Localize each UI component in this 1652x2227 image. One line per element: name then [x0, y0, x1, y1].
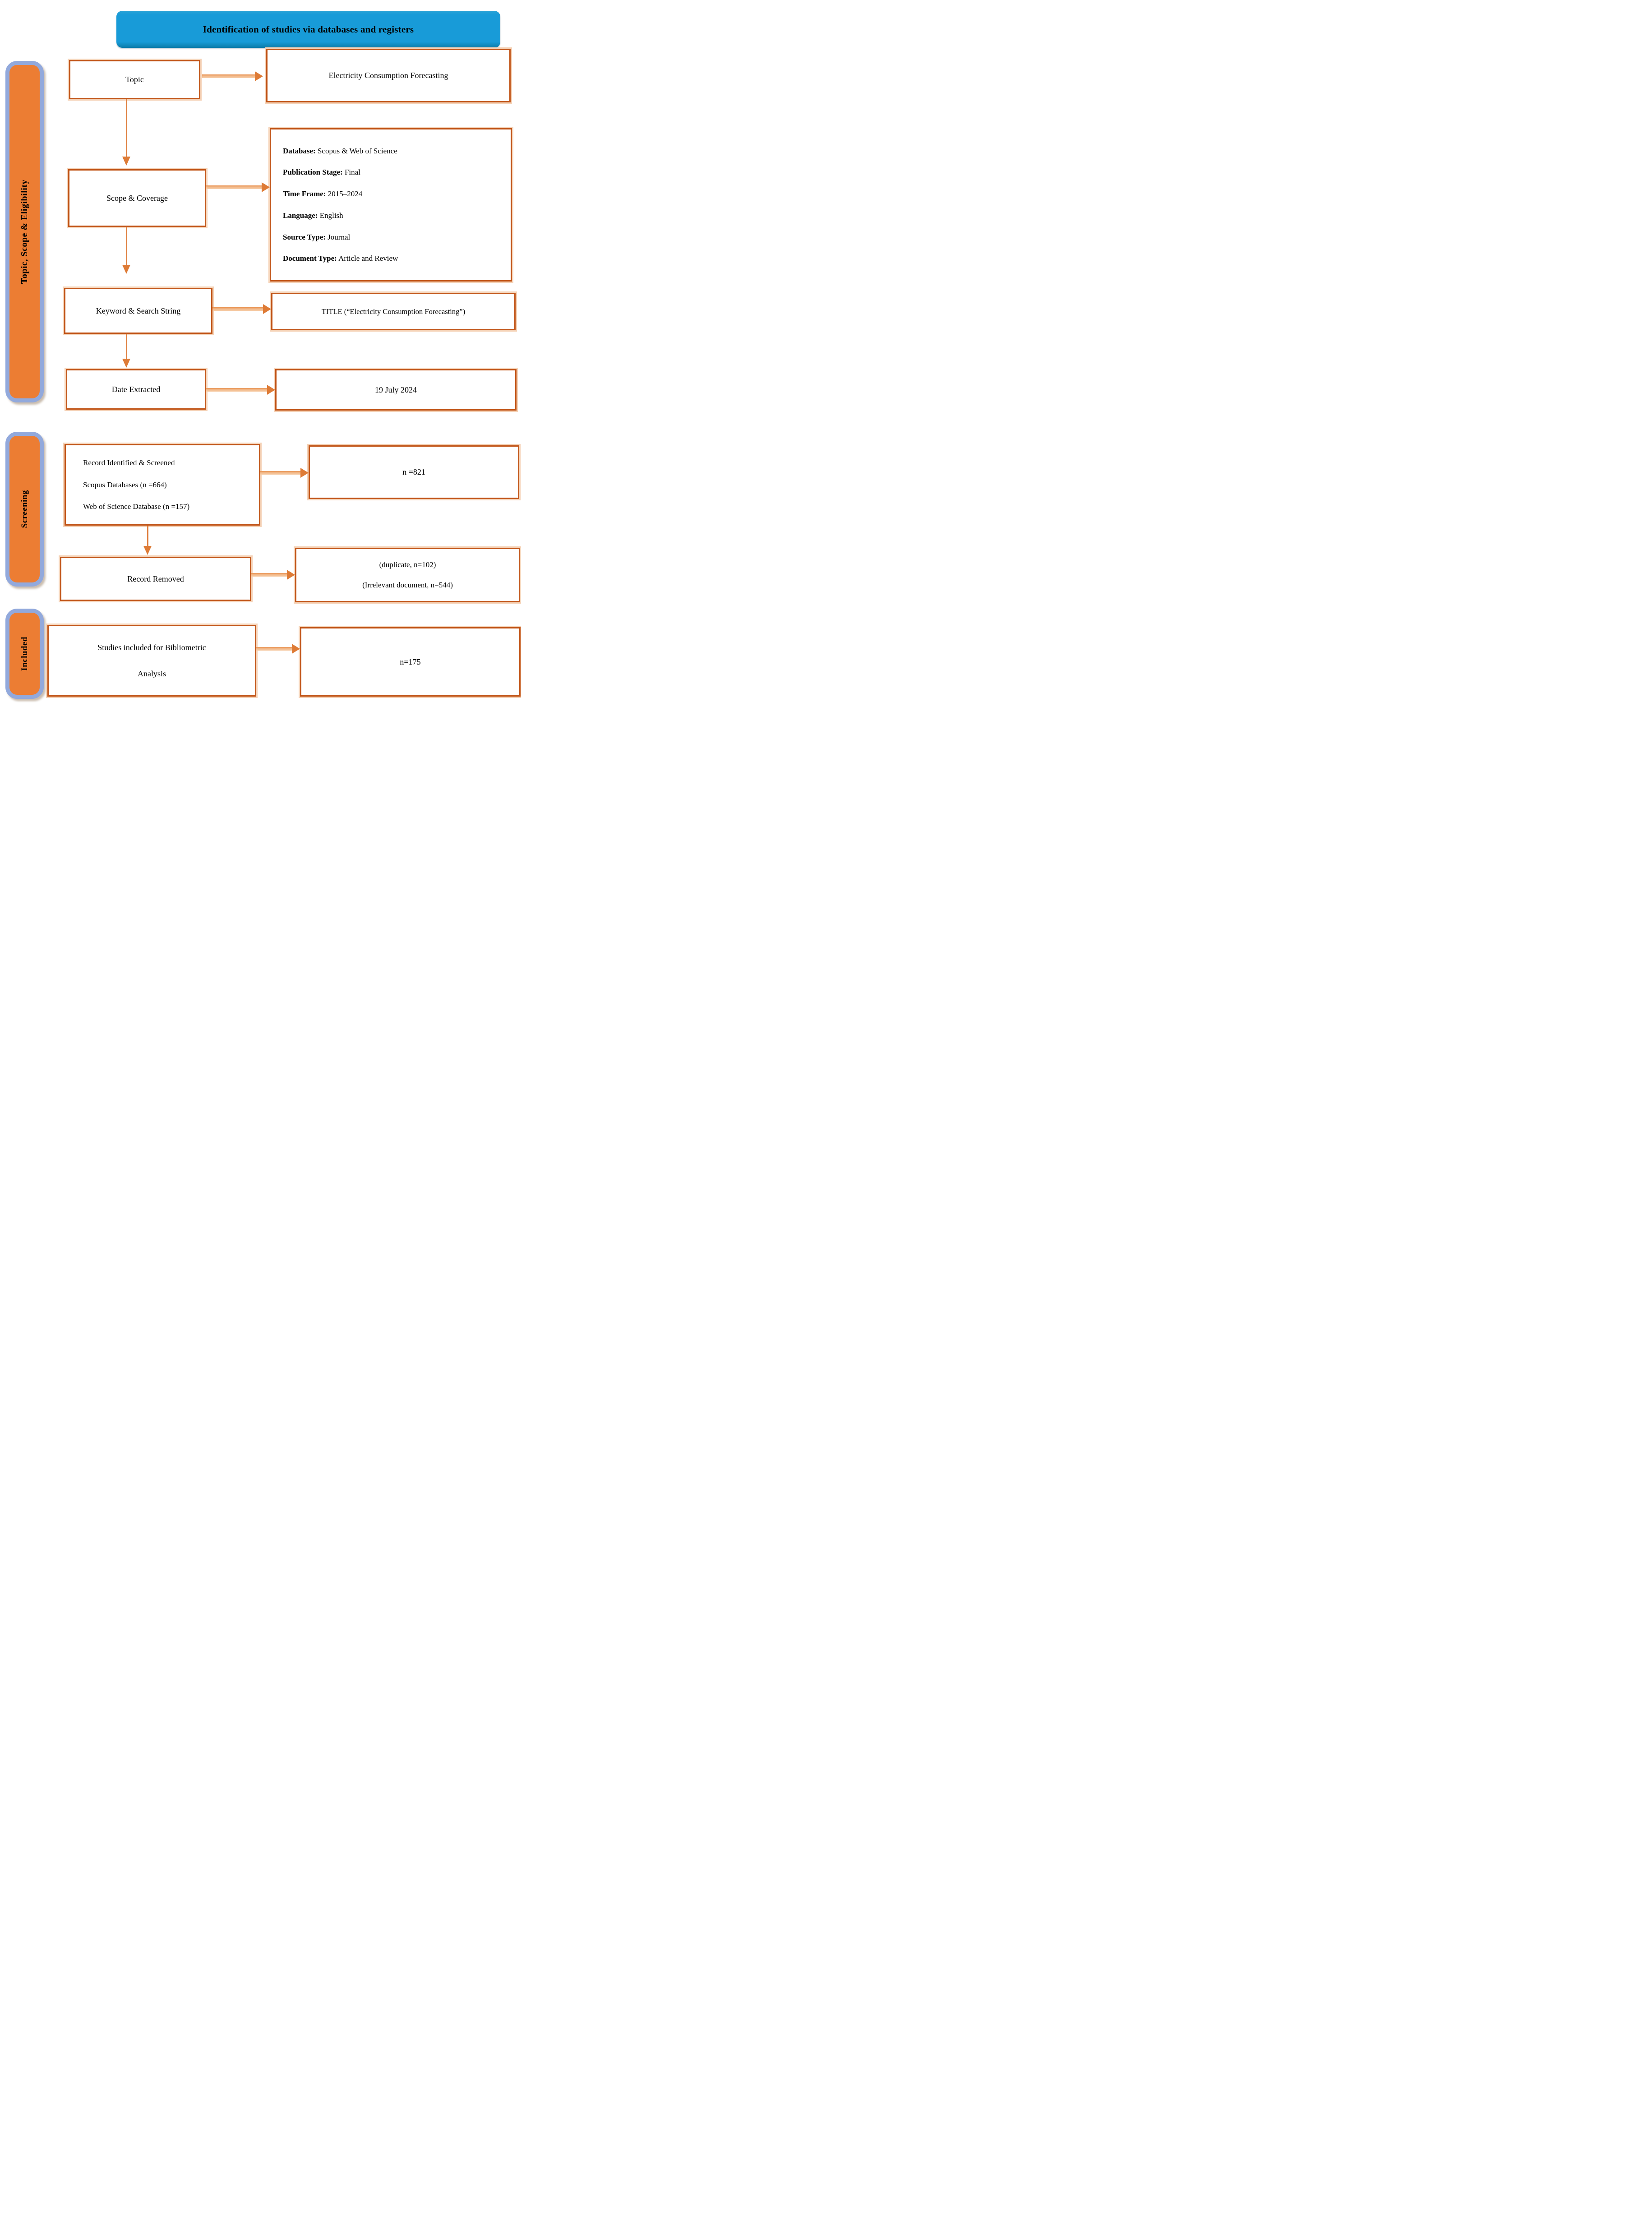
arrow-topic-to-result-icon — [202, 71, 263, 81]
arrow-scope-to-details-icon — [206, 182, 270, 192]
records-removed-result-box: (duplicate, n=102) (Irrelevant document,… — [295, 548, 520, 602]
topic-box: Topic — [69, 60, 200, 99]
scope-coverage-label: Scope & Coverage — [106, 193, 168, 203]
records-identified-line-3: Web of Science Database (n =157) — [83, 502, 190, 511]
detail-language: Language: English — [283, 211, 343, 220]
scope-coverage-box: Scope & Coverage — [68, 169, 206, 227]
title-banner-label: Identification of studies via databases … — [203, 23, 414, 35]
studies-included-line-2: Analysis — [138, 669, 166, 678]
search-string-result-box: TITLE (“Electricity Consumption Forecast… — [271, 293, 516, 330]
topic-label: Topic — [125, 75, 144, 84]
search-string-result-label: TITLE (“Electricity Consumption Forecast… — [321, 307, 466, 316]
date-extracted-label: Date Extracted — [111, 384, 161, 394]
date-result-box: 19 July 2024 — [275, 369, 517, 411]
records-identified-box: Record Identified & Screened Scopus Data… — [65, 444, 260, 526]
detail-database: Database: Scopus & Web of Science — [283, 146, 397, 155]
records-removed-label: Record Removed — [127, 574, 184, 583]
records-identified-line-2: Scopus Databases (n =664) — [83, 480, 167, 489]
records-removed-result-line-1: (duplicate, n=102) — [379, 560, 436, 569]
sidebar-screening-label: Screening — [19, 490, 29, 528]
arrow-identified-to-result-icon — [260, 468, 309, 478]
arrow-keyword-to-date-icon — [122, 334, 130, 368]
prisma-flow-diagram: Identification of studies via databases … — [0, 0, 521, 702]
records-removed-result-line-2: (Irrelevant document, n=544) — [362, 581, 453, 589]
sidebar-topic-scope-eligibility: Topic, Scope & Eligibility — [5, 61, 44, 402]
arrow-studies-to-result-icon — [256, 644, 300, 654]
date-result-label: 19 July 2024 — [374, 385, 417, 394]
studies-included-line-1: Studies included for Bibliometric — [97, 643, 206, 652]
arrow-identified-to-removed-icon — [143, 526, 152, 555]
detail-source-type: Source Type: Journal — [283, 232, 351, 241]
arrow-topic-to-scope-icon — [122, 99, 130, 166]
arrow-date-to-result-icon — [206, 385, 275, 395]
sidebar-screening: Screening — [5, 432, 44, 587]
scope-details-box: Database: Scopus & Web of Science Public… — [270, 128, 512, 282]
date-extracted-box: Date Extracted — [66, 369, 206, 410]
records-identified-result-box: n =821 — [309, 445, 519, 499]
records-identified-result-label: n =821 — [402, 467, 425, 476]
topic-result-box: Electricity Consumption Forecasting — [266, 49, 511, 102]
sidebar-included-label: Included — [19, 637, 29, 671]
arrow-scope-to-keyword-icon — [122, 227, 130, 274]
studies-included-result-box: n=175 — [300, 627, 521, 697]
records-removed-box: Record Removed — [60, 557, 251, 601]
detail-time-frame: Time Frame: 2015–2024 — [283, 189, 363, 199]
detail-publication-stage: Publication Stage: Final — [283, 168, 360, 177]
records-identified-line-1: Record Identified & Screened — [83, 458, 175, 467]
detail-document-type: Document Type: Article and Review — [283, 254, 398, 263]
keyword-search-string-label: Keyword & Search String — [96, 306, 181, 315]
studies-included-result-label: n=175 — [400, 657, 421, 666]
topic-result-label: Electricity Consumption Forecasting — [328, 71, 448, 80]
sidebar-topic-scope-eligibility-label: Topic, Scope & Eligibility — [19, 179, 29, 284]
keyword-search-string-box: Keyword & Search String — [64, 288, 212, 334]
arrow-keyword-to-result-icon — [212, 304, 271, 314]
arrow-removed-to-result-icon — [251, 570, 295, 580]
studies-included-box: Studies included for Bibliometric Analys… — [47, 625, 256, 697]
title-banner: Identification of studies via databases … — [116, 11, 500, 48]
sidebar-included: Included — [5, 609, 44, 699]
